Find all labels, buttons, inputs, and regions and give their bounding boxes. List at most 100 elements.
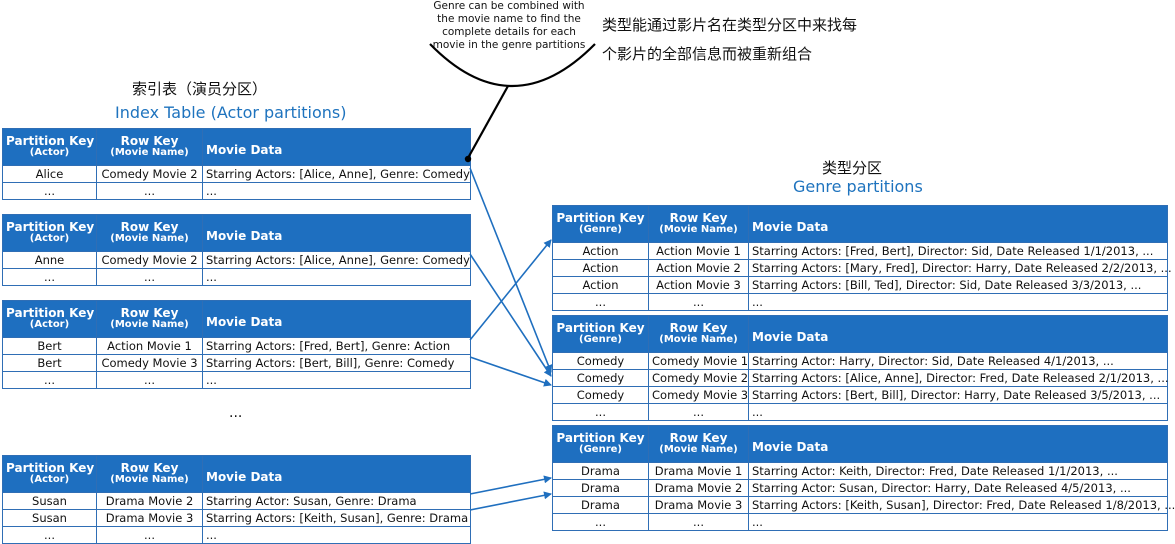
header-partition-key-sub: (Actor) xyxy=(29,319,70,330)
callout-arc xyxy=(429,43,596,87)
movie-data-cell: ... xyxy=(748,403,1168,421)
header-movie-data: Movie Data xyxy=(202,455,471,493)
header-movie-data: Movie Data xyxy=(202,214,471,252)
movie-data-cell: Starring Actors: [Alice, Anne], Genre: C… xyxy=(202,251,471,269)
partition-key-cell: Bert xyxy=(2,337,97,355)
row-key-cell: Comedy Movie 2 xyxy=(648,369,749,387)
header-partition-key: Partition Key(Genre) xyxy=(552,205,649,243)
index-table: Partition Key(Actor)Row Key(Movie Name)M… xyxy=(2,128,471,200)
movie-data-cell: Starring Actors: [Bill, Ted], Director: … xyxy=(748,276,1168,294)
movie-data-cell: ... xyxy=(202,182,471,200)
movie-data-cell: ... xyxy=(202,268,471,286)
header-partition-key-label: Partition Key xyxy=(556,321,645,335)
table-row: ......... xyxy=(552,403,1168,421)
header-partition-key-label: Partition Key xyxy=(6,461,95,475)
index-title-cn: 索引表（演员分区） xyxy=(132,80,268,98)
header-row-key-sub: (Movie Name) xyxy=(110,147,189,158)
header-row-key: Row Key(Movie Name) xyxy=(96,214,203,252)
partition-key-cell: ... xyxy=(552,513,649,531)
partition-key-cell: ... xyxy=(2,268,97,286)
genre-table: Partition Key(Genre)Row Key(Movie Name)M… xyxy=(552,425,1175,531)
header-movie-data: Movie Data xyxy=(202,300,471,338)
movie-data-cell: Starring Actors: [Mary, Fred], Director:… xyxy=(748,259,1172,277)
index-table: Partition Key(Actor) Row Key(Movie Name)M… xyxy=(2,214,471,286)
header-row-key-label: Row Key xyxy=(120,220,179,234)
arrow-bert-comedy3-to-comedy xyxy=(469,356,552,387)
partition-key-cell: ... xyxy=(2,371,97,389)
partition-key-cell: ... xyxy=(552,293,649,311)
arrow-susan-drama2-to-drama xyxy=(469,475,552,495)
movie-data-cell: Starring Actor: Susan, Genre: Drama xyxy=(202,492,471,510)
header-row-key-sub: (Movie Name) xyxy=(110,319,189,330)
header-row-key: Row Key(Movie Name) xyxy=(648,315,749,353)
movie-data-cell: Starring Actor: Keith, Director: Fred, D… xyxy=(748,462,1168,480)
callout-note-cn-line1: 类型能通过影片名在类型分区中来找每 xyxy=(602,16,858,34)
table-row: ......... xyxy=(2,526,471,544)
row-key-cell: Comedy Movie 3 xyxy=(648,386,749,404)
table-row: ......... xyxy=(2,371,471,389)
header-partition-key-sub: (Genre) xyxy=(579,334,622,345)
row-key-cell: Action Movie 2 xyxy=(648,259,749,277)
movie-data-cell: ... xyxy=(202,526,471,544)
genre-title-en: Genre partitions xyxy=(793,177,923,196)
arrow-anne-to-comedy xyxy=(469,253,552,377)
row-key-cell: Comedy Movie 2 xyxy=(96,165,203,183)
header-partition-key: Partition Key(Actor) xyxy=(2,300,97,338)
header-partition-key-label: Partition Key xyxy=(556,211,645,225)
header-partition-key-sub: (Actor) xyxy=(29,147,70,158)
header-partition-key: Partition Key(Genre) xyxy=(552,315,649,353)
header-row-key-sub: (Movie Name) xyxy=(659,444,738,455)
partition-key-cell: Drama xyxy=(552,479,649,497)
arrow-alice-to-comedy xyxy=(469,167,553,373)
header-row-key-label: Row Key xyxy=(120,306,179,320)
row-key-cell: Drama Movie 3 xyxy=(648,496,749,514)
header-row-key-sub: (Movie Name) xyxy=(659,334,738,345)
table-row: ......... xyxy=(552,513,1168,531)
movie-data-cell: ... xyxy=(748,293,1168,311)
header-row-key-label: Row Key xyxy=(120,134,179,148)
header-row-key-label: Row Key xyxy=(669,211,728,225)
genre-title-cn: 类型分区 xyxy=(822,159,883,177)
callout-pointer-line xyxy=(467,85,509,159)
partition-key-cell: ... xyxy=(2,182,97,200)
row-key-cell: Drama Movie 3 xyxy=(96,509,203,527)
movie-data-cell: ... xyxy=(202,371,471,389)
partition-key-cell: ... xyxy=(2,526,97,544)
header-partition-key-label: Partition Key xyxy=(6,220,95,234)
callout-text: Genre can be combined with the movie nam… xyxy=(432,0,586,51)
movie-data-cell: Starring Actors: [Fred, Bert], Director:… xyxy=(748,242,1168,260)
header-row-key-label: Row Key xyxy=(669,431,728,445)
header-partition-key-label: Partition Key xyxy=(6,306,95,320)
header-movie-data: Movie Data xyxy=(748,315,1168,353)
row-key-cell: Comedy Movie 2 xyxy=(96,251,203,269)
header-partition-key: Partition Key(Actor) xyxy=(2,128,97,166)
header-partition-key-label: Partition Key xyxy=(6,134,95,148)
header-movie-data: Movie Data xyxy=(202,128,471,166)
header-row-key-label: Row Key xyxy=(669,321,728,335)
callout-note-cn-line2: 个影片的全部信息而被重新组合 xyxy=(602,45,813,63)
partition-key-cell: Action xyxy=(552,276,649,294)
header-row-key: Row Key(Movie Name) xyxy=(96,128,203,166)
index-table: Partition Key(Actor)Row Key(Movie Name)M… xyxy=(2,455,471,544)
arrow-bert-action1-to-action xyxy=(469,239,552,341)
index-table: Partition Key(Actor) Row Key(Movie Name) M… xyxy=(2,300,471,389)
header-row-key: Row Key(Movie Name) xyxy=(96,455,203,493)
header-row-key-sub: (Movie Name) xyxy=(659,224,738,235)
table-row: ......... xyxy=(2,182,471,200)
movie-data-cell: ... xyxy=(748,513,1168,531)
header-partition-key: Partition Key(Actor) xyxy=(2,455,97,493)
index-title-en: Index Table (Actor partitions) xyxy=(115,103,347,122)
header-partition-key-sub: (Actor) xyxy=(29,233,70,244)
header-partition-key-sub: (Genre) xyxy=(579,444,622,455)
header-row-key-sub: (Movie Name) xyxy=(110,474,189,485)
header-partition-key-sub: (Genre) xyxy=(579,224,622,235)
